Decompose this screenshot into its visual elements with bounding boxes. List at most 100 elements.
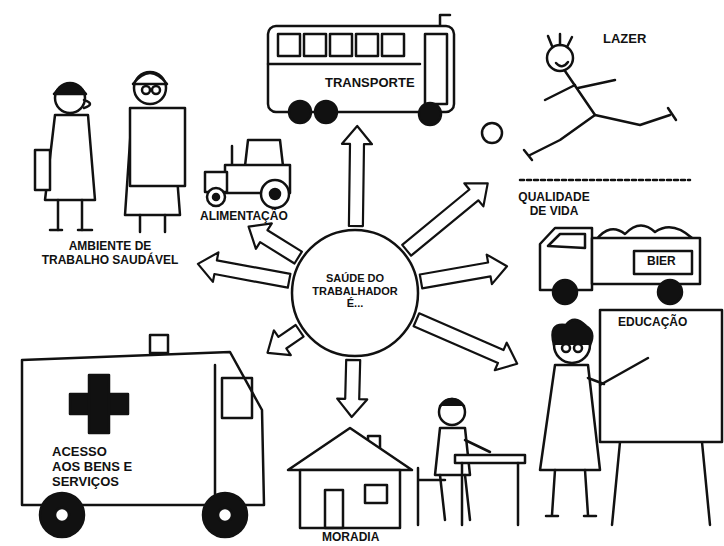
workers-node: AMBIENTE DE TRABALHO SAUDÁVEL — [25, 50, 195, 275]
block-arrow — [198, 252, 291, 287]
teacher-hair — [553, 320, 593, 345]
ambulance-hub — [55, 508, 69, 522]
desk-leg — [462, 463, 518, 525]
truck-sign — [634, 251, 692, 274]
truck-node: QUALIDADE DE VIDA BIER — [510, 190, 705, 300]
tractor-wheel — [261, 180, 289, 208]
student-arm — [465, 440, 490, 452]
bus-mirror — [440, 15, 450, 26]
classroom-drawing — [418, 310, 722, 525]
block-arrow — [249, 223, 302, 263]
block-arrow — [402, 183, 488, 255]
worker-leg — [164, 215, 167, 232]
tractor-exhaust — [231, 146, 234, 166]
leisure-node: LAZER — [490, 25, 690, 185]
block-arrow — [342, 126, 372, 226]
bus-wheel — [289, 101, 311, 123]
teacher-legs — [546, 470, 596, 516]
worker-head — [55, 83, 85, 113]
ambulance-body — [22, 352, 264, 505]
board-leg — [702, 442, 710, 525]
bus-stripe — [268, 63, 420, 66]
student-body — [435, 428, 470, 475]
node-label: ALIMENTAÇÃO — [200, 210, 288, 224]
truck-window — [548, 234, 585, 248]
tractor-node: ALIMENTAÇÃO — [200, 135, 300, 225]
bus-node: TRANSPORTE — [262, 18, 457, 123]
runner-leg — [530, 115, 670, 155]
worker-leg — [139, 215, 142, 232]
worker-nose — [84, 100, 90, 108]
node-label: QUALIDADE DE VIDA — [510, 191, 598, 219]
worker-eye — [142, 86, 150, 94]
bus-body — [268, 26, 454, 112]
node-label: SAÚDE DO TRABALHADOR É... — [305, 272, 405, 310]
tractor-wheel — [207, 188, 225, 206]
worker-cap — [133, 73, 167, 84]
bus-drawing — [268, 15, 454, 125]
worker-folder — [35, 150, 50, 190]
runner-mouth — [556, 62, 568, 66]
board-leg — [612, 442, 620, 525]
ball — [482, 123, 502, 143]
block-arrow — [337, 360, 367, 417]
node-label: LAZER — [603, 32, 646, 47]
ambulance-drawing — [22, 335, 264, 537]
tractor-hub — [270, 189, 280, 199]
bus-wheel — [419, 103, 441, 125]
house-drawing — [288, 428, 412, 528]
truck-cargo — [592, 238, 700, 284]
runner-body — [565, 71, 595, 115]
house-wall — [300, 470, 400, 528]
ambulance-door — [214, 365, 217, 500]
node-label: BIER — [647, 255, 676, 269]
student-legs — [440, 475, 470, 520]
node-label: TRANSPORTE — [325, 76, 415, 91]
ambulance-node: ACESSO AOS BENS E SERVIÇOS — [15, 345, 265, 545]
student-head — [439, 399, 465, 425]
ambulance-hub — [218, 508, 232, 522]
worker-leg — [57, 200, 60, 230]
worker-leg — [81, 200, 84, 230]
truck-drawing — [540, 225, 700, 304]
runner-drawing — [482, 34, 690, 180]
grass — [520, 179, 690, 182]
workers-drawing — [35, 72, 185, 232]
block-arrow — [420, 255, 507, 289]
tractor-drawing — [205, 140, 290, 208]
ambulance-wheel — [203, 493, 247, 537]
bus-window — [382, 34, 404, 56]
runner-head — [547, 45, 573, 71]
node-label: MORADIA — [322, 531, 379, 545]
worker-body — [45, 115, 95, 200]
truck-wheel — [658, 280, 682, 304]
ambulance-wheel — [40, 493, 84, 537]
siren — [150, 335, 168, 353]
student-hair — [440, 399, 464, 406]
teacher-glasses — [562, 344, 570, 352]
worker-shoes — [50, 229, 92, 232]
node-label: EDUCAÇÃO — [618, 316, 687, 330]
worker-paper — [130, 108, 185, 186]
roof — [288, 428, 412, 470]
bus-window — [330, 34, 352, 56]
tractor-hub — [213, 194, 219, 200]
truck-wheel — [553, 280, 577, 304]
worker-head — [134, 72, 166, 104]
bus-wheel — [315, 101, 337, 123]
blackboard — [600, 310, 722, 442]
house-node: MORADIA — [285, 420, 415, 546]
bus-window — [304, 34, 326, 56]
classroom-node: EDUCAÇÃO — [520, 305, 724, 530]
circle-shape — [292, 230, 418, 356]
pointer — [600, 358, 648, 385]
worker-eye — [152, 86, 160, 94]
bus-window — [278, 34, 300, 56]
teacher-dress — [540, 365, 600, 470]
worker-cap — [54, 84, 86, 94]
runner-hair — [548, 34, 572, 47]
house-door — [325, 490, 343, 528]
runner-arm — [545, 80, 615, 100]
node-label: ACESSO AOS BENS E SERVIÇOS — [52, 445, 136, 490]
